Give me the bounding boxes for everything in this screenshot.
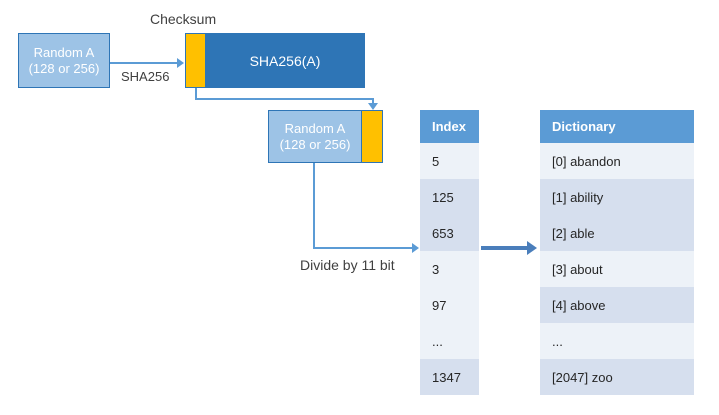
index-to-dictionary-arrow-line [481,246,528,250]
entropy-box-2: Random A (128 or 256) [268,110,362,163]
index-table-row[interactable]: 5 [420,143,479,179]
index-table-body: 5 125 653 3 97 ... 1347 [420,143,479,395]
dictionary-table-row[interactable]: ... [540,323,694,359]
sha256-arrow-head-icon [177,58,184,68]
sha256-hash-label: SHA256(A) [249,52,321,69]
divide-label: Divide by 11 bit [300,257,395,273]
divide-connector-arrow-head-icon [412,243,419,253]
divide-connector-horizontal [313,247,413,249]
dictionary-table-row[interactable]: [2] able [540,215,694,251]
checksum-connector-vertical-1 [195,88,197,100]
index-table-row[interactable]: ... [420,323,479,359]
index-table-row[interactable]: 3 [420,251,479,287]
checksum-connector-arrow-head-icon [368,103,378,110]
dictionary-table-row[interactable]: [0] abandon [540,143,694,179]
sha256-hash-box: SHA256(A) [205,33,365,88]
checksum-label: Checksum [150,11,217,27]
index-table-row[interactable]: 97 [420,287,479,323]
dictionary-table-row[interactable]: [1] ability [540,179,694,215]
dictionary-table-row[interactable]: [3] about [540,251,694,287]
entropy-box-2-line1: Random A [284,120,346,136]
entropy-box-2-line2: (128 or 256) [279,136,351,152]
dictionary-table-body: [0] abandon [1] ability [2] able [3] abo… [540,143,694,395]
index-to-dictionary-arrow-head-icon [527,241,537,255]
index-table: Index 5 125 653 3 97 ... 1347 [420,110,479,395]
entropy-box-1-line2: (128 or 256) [28,60,100,76]
dictionary-table-row[interactable]: [4] above [540,287,694,323]
divide-connector-vertical [313,163,315,249]
checksum-connector-vertical-2 [372,98,374,105]
index-table-row[interactable]: 125 [420,179,479,215]
checksum-segment-1 [185,33,206,88]
index-table-row[interactable]: 1347 [420,359,479,395]
dictionary-table-header: Dictionary [540,110,694,143]
checksum-connector-horizontal [195,98,373,100]
entropy-box-1: Random A (128 or 256) [18,33,110,88]
dictionary-table-row[interactable]: [2047] zoo [540,359,694,395]
index-table-header: Index [420,110,479,143]
sha256-arrow-line [110,62,178,64]
index-table-row[interactable]: 653 [420,215,479,251]
entropy-box-1-line1: Random A [33,44,95,60]
dictionary-table: Dictionary [0] abandon [1] ability [2] a… [540,110,694,395]
checksum-segment-2 [361,110,383,163]
sha256-arrow-label: SHA256 [121,69,170,84]
